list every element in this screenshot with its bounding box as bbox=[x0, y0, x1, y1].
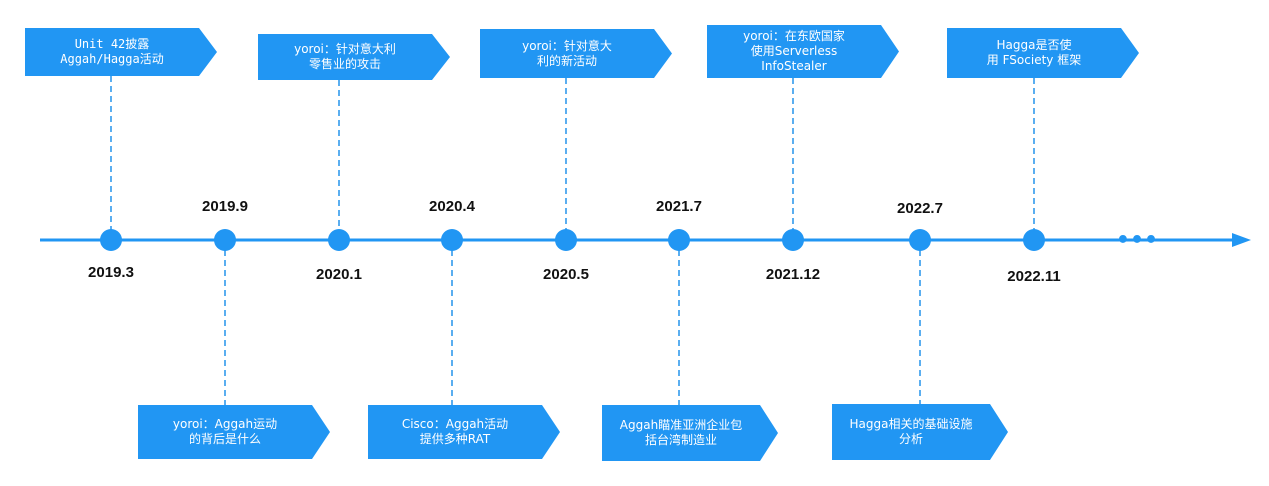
event-date: 2022.11 bbox=[1007, 268, 1061, 285]
event-callout-box bbox=[947, 28, 1139, 78]
timeline-arrowhead bbox=[1232, 233, 1251, 247]
event-callout-box bbox=[138, 405, 330, 459]
event-description: yoroi：针对意大利 零售业的攻击 bbox=[294, 42, 396, 71]
timeline-node bbox=[328, 229, 350, 251]
event-date: 2020.4 bbox=[429, 198, 475, 215]
connector-lines bbox=[110, 76, 1035, 405]
timeline-node bbox=[782, 229, 804, 251]
event-description: Aggah瞄准亚洲企业包 括台湾制造业 bbox=[619, 418, 743, 447]
event-callout-box bbox=[602, 405, 778, 461]
event-date: 2021.7 bbox=[656, 198, 702, 215]
event-date: 2019.3 bbox=[88, 264, 134, 281]
event-description: yoroi：在东欧国家 使用Serverless InfoStealer bbox=[743, 29, 845, 73]
event-callout-box bbox=[707, 25, 899, 78]
timeline-node bbox=[1023, 229, 1045, 251]
timeline-nodes bbox=[100, 229, 1045, 251]
event-date: 2020.1 bbox=[316, 266, 362, 283]
event-date: 2021.12 bbox=[765, 266, 821, 283]
timeline-node bbox=[100, 229, 122, 251]
continuation-dots: ••• bbox=[1116, 228, 1158, 253]
event-callout-box bbox=[368, 405, 560, 459]
event-date: 2022.7 bbox=[897, 200, 943, 217]
event-date: 2019.9 bbox=[202, 198, 248, 215]
event-description: Unit 42披露 Aggah/Hagga活动 bbox=[60, 37, 164, 66]
event-date: 2020.5 bbox=[543, 266, 589, 283]
timeline-node bbox=[909, 229, 931, 251]
timeline-node bbox=[668, 229, 690, 251]
event-description: yoroi：针对意大 利的新活动 bbox=[522, 38, 612, 68]
timeline-node bbox=[441, 229, 463, 251]
event-description: Cisco：Aggah活动 提供多种RAT bbox=[401, 417, 509, 446]
event-callout-box bbox=[258, 34, 450, 80]
event-description: yoroi：Aggah运动 的背后是什么 bbox=[172, 417, 278, 446]
event-callout-box bbox=[25, 28, 217, 76]
event-description: Hagga是否使 用 FSociety 框架 bbox=[986, 38, 1082, 67]
event-callout-box bbox=[832, 404, 1008, 460]
callout-shapes bbox=[25, 25, 1139, 461]
timeline-node bbox=[214, 229, 236, 251]
event-callout-box bbox=[480, 29, 672, 78]
event-description: Hagga相关的基础设施 分析 bbox=[849, 417, 973, 446]
timeline-node bbox=[555, 229, 577, 251]
